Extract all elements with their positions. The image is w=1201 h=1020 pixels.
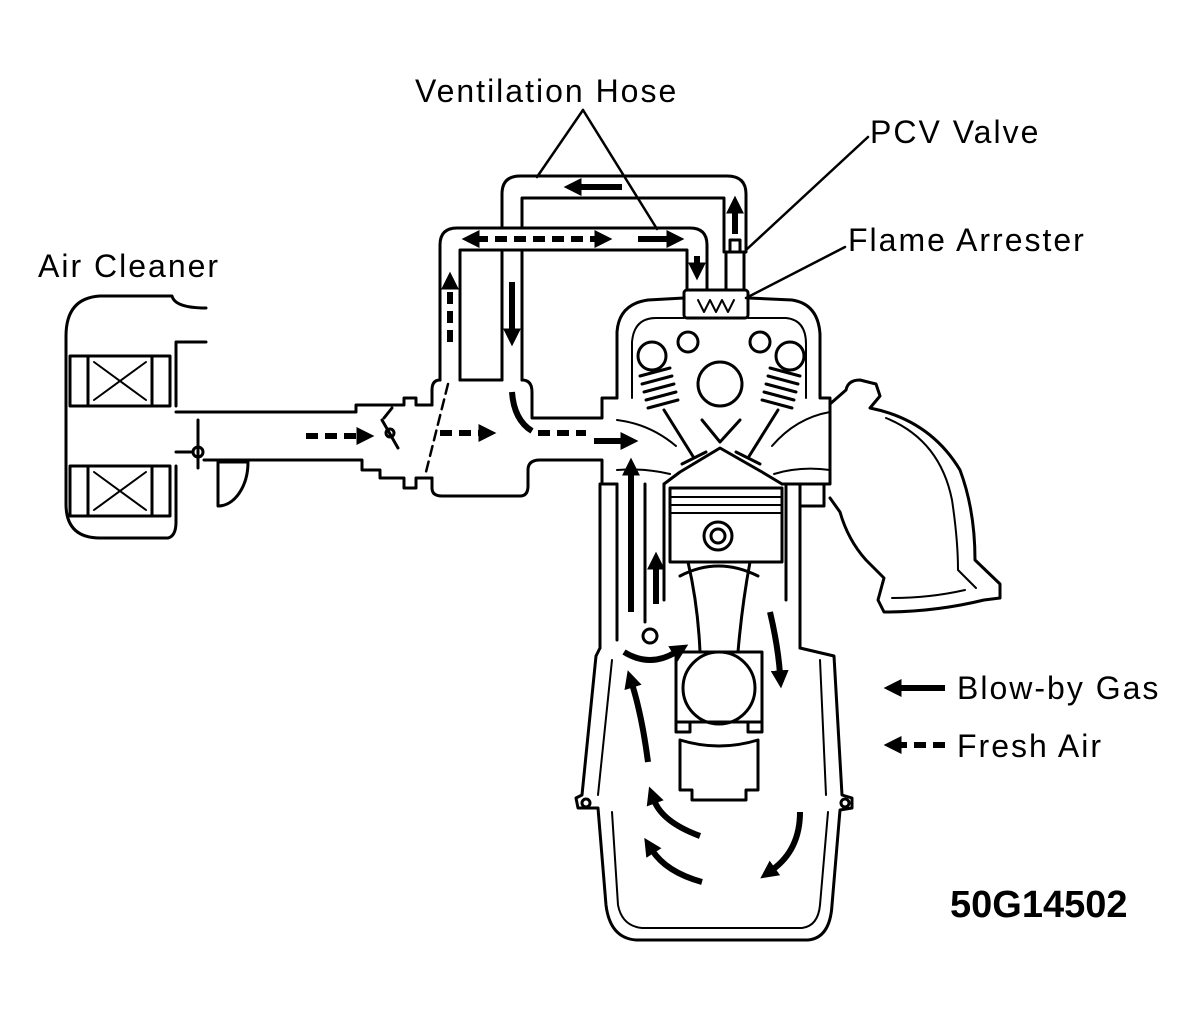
spark-plug-tip [700, 418, 742, 444]
blow-by-arrow-crankcase-top [622, 644, 689, 663]
crank-assembly [674, 560, 764, 802]
oil-pan-bolt-left [580, 797, 592, 809]
ventilation-hose-label: Ventilation Hose [415, 73, 678, 109]
flame-arrester-housing [682, 288, 750, 320]
combustion-chamber [662, 446, 784, 486]
air-valve-pivot [191, 445, 205, 459]
intake-duct-upper-wall [174, 396, 434, 414]
outer-hose-outer-edge [500, 174, 748, 382]
blow-by-arrow-pan-lower [644, 837, 703, 885]
cylinder-head [615, 296, 832, 486]
air-cleaner [64, 294, 208, 540]
throttle-plate [380, 418, 400, 450]
oil-pan-inner [597, 659, 829, 929]
cylinder-bore [662, 482, 788, 602]
spark-plug-well [696, 360, 744, 408]
exhaust-manifold-outline [828, 378, 1002, 614]
intake-duct [174, 382, 450, 508]
piston-rings [669, 496, 783, 514]
crank-big-end [674, 650, 764, 724]
intake-valve [662, 408, 708, 466]
figure-code: 50G14502 [950, 884, 1128, 926]
oil-pan-outline [574, 646, 854, 942]
intake-manifold-upper-wall [430, 378, 619, 420]
blow-by-arrow-into-intake [509, 391, 534, 434]
oil-pan [574, 646, 854, 942]
flame-arrester-leader [744, 245, 847, 300]
fresh-air-arrows [306, 230, 613, 445]
filter-element-upper-cross [93, 361, 147, 401]
legend-fresh-air-label: Fresh Air [957, 728, 1103, 764]
filter-element-lower-caps [86, 464, 154, 518]
cylinder-block [598, 482, 826, 650]
intake-port [616, 419, 677, 475]
filter-element-upper [68, 354, 172, 408]
pcv-valve-label: PCV Valve [870, 114, 1040, 150]
piston-pin-bore [709, 527, 727, 545]
filter-element-lower-cross [93, 471, 147, 511]
exhaust-rocker-shaft [748, 330, 772, 354]
flame-arrester-label: Flame Arrester [848, 222, 1086, 258]
exhaust-valve [734, 408, 780, 466]
filter-element-lower-frame [68, 464, 172, 518]
flame-arrester-mesh [697, 299, 735, 313]
pcv-valve-nipple [728, 238, 742, 254]
intake-rocker-shaft [676, 330, 700, 354]
inner-hose-inner-edge [458, 248, 689, 382]
air-valve-flap [216, 460, 250, 508]
cylinder-block-left-wall [598, 482, 647, 650]
filter-element-lower [68, 464, 172, 518]
intake-camshaft [636, 340, 668, 372]
inner-hose-outer-edge [438, 226, 709, 382]
blow-by-arrow-pan-upper [646, 786, 702, 839]
exhaust-valve-spring [760, 366, 802, 410]
throttle-valve [380, 406, 400, 450]
pcv-valve-body [724, 250, 746, 292]
intake-manifold-lower-wall [430, 458, 619, 498]
filter-element-upper-frame [68, 354, 172, 408]
air-valve [191, 418, 250, 508]
blow-by-arrow-pan-right [760, 811, 803, 879]
exhaust-port [771, 411, 831, 475]
exhaust-camshaft [774, 340, 806, 372]
legend-blow-by-gas-label: Blow-by Gas [957, 670, 1160, 706]
throttle-body-partition [424, 382, 450, 474]
flame-arrester [682, 288, 750, 320]
blow-by-arrow-crankcase-left [624, 670, 651, 763]
crank-counterweight [678, 738, 760, 802]
intake-manifold [430, 378, 619, 498]
blow-by-arrow-right-down [767, 611, 789, 689]
piston [668, 486, 784, 564]
intake-duct-lower-wall [174, 450, 434, 490]
oil-pan-bolt-right [839, 797, 851, 809]
air-cleaner-housing [64, 294, 208, 540]
piston-body [668, 486, 784, 564]
cylinder-block-right-wall [798, 482, 826, 650]
cylinder-head-outline [615, 296, 832, 486]
oil-hole [641, 627, 659, 645]
ventilation-hoses [438, 174, 748, 382]
ventilation-hose-leader-left [535, 108, 585, 179]
connecting-rod [678, 560, 760, 654]
exhaust-manifold-inner [885, 417, 977, 599]
legend: Blow-by Gas Fresh Air [883, 670, 1160, 764]
throttle-lever [382, 406, 394, 420]
throttle-shaft [384, 427, 396, 439]
leader-lines [535, 108, 870, 300]
intake-valve-spring [638, 366, 680, 410]
pcv-valve-leader [744, 135, 870, 252]
piston-pin [702, 520, 734, 552]
pcv-valve [724, 238, 746, 292]
cam-cover-inner [631, 317, 807, 399]
ventilation-hose-leader-right [581, 108, 659, 231]
air-cleaner-label: Air Cleaner [38, 248, 220, 284]
crank-bearing-cap [674, 720, 764, 734]
exhaust-manifold [828, 378, 1002, 614]
filter-element-upper-caps [86, 354, 154, 408]
crank-journal [681, 650, 757, 726]
outer-hose-inner-edge [520, 196, 726, 382]
blow-by-gas-arrows [503, 178, 803, 885]
